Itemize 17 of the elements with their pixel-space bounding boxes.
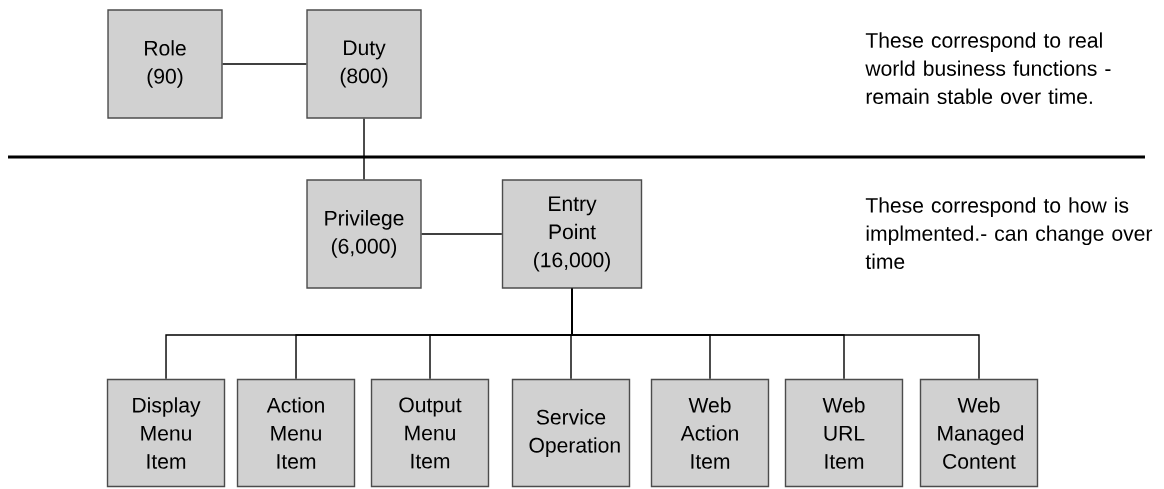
box: Entry Point (16,000) (501, 179, 643, 289)
box: Web Managed Content (919, 378, 1039, 488)
box: Web URL Item (784, 378, 904, 488)
connector-line (222, 63, 307, 65)
box: Output Menu Item (370, 378, 490, 488)
connector-line (363, 118, 365, 180)
box: Privilege (6,000) (306, 179, 422, 289)
connector-line (571, 288, 980, 380)
connector-line (421, 233, 503, 235)
box: Service Operation (511, 378, 631, 488)
box: Role (90) (107, 9, 223, 119)
note-text: These correspond to real world business functions - remain stable over time. (865, 32, 1111, 105)
box: Duty (800) (306, 9, 422, 119)
box: Display Menu Item (106, 378, 226, 488)
box: Web Action Item (650, 378, 770, 488)
note-text: These correspond to how is implmented.- can change over time (865, 197, 1153, 270)
box: Action Menu Item (236, 378, 356, 488)
